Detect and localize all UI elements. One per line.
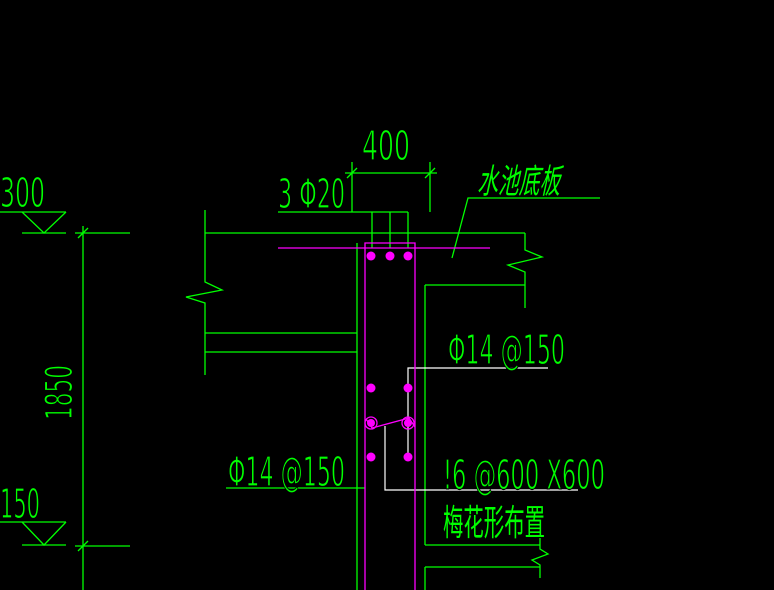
tie-ring-left [364, 416, 378, 430]
slab-name-label: 水池底板 [475, 162, 566, 202]
wall-rebar-cage [364, 242, 416, 590]
tie-bars-leader [384, 426, 578, 491]
dimension-wall-height [75, 226, 130, 590]
dim-1850-tick-bottom [77, 540, 89, 552]
wall-bars-right-label: Φ14 @150 [448, 326, 565, 374]
slab-bar-2 [385, 251, 395, 261]
wall-bar-left-1 [366, 383, 376, 393]
dim-1850-tick-top [77, 227, 89, 239]
level-top-label: 300 [0, 169, 45, 217]
wall-bar-right-3 [403, 452, 413, 462]
level-bottom-label: 150 [0, 480, 40, 528]
elevation-marker-top [0, 211, 67, 234]
wall-bar-right-1 [403, 383, 413, 393]
right-break-line [505, 233, 545, 308]
slab-top-bars-label: 3 Φ20 [278, 170, 345, 218]
wall-bar-right-2 [404, 419, 412, 427]
wall-bar-left-3 [366, 452, 376, 462]
elevation-marker-bottom [0, 521, 67, 546]
slab-name-leader [451, 197, 600, 259]
wall-bars-left-label: Φ14 @150 [228, 448, 345, 496]
slab-bar-3 [403, 251, 413, 261]
label-leaders [226, 197, 600, 489]
dimension-wall-thickness [345, 162, 437, 212]
left-break-line [185, 210, 225, 375]
tie-bars-label: !6 @600 X600 [443, 451, 605, 499]
slab-bar-1 [366, 251, 376, 261]
concrete-outline [185, 210, 550, 590]
tie-ring-right [401, 416, 415, 430]
tie-layout-label: 梅花形布置 [443, 503, 545, 544]
dim-400-tick-left [346, 167, 358, 179]
wall-bar-left-2 [367, 419, 375, 427]
wall-thickness-label: 400 [362, 122, 410, 170]
lower-break-line [530, 538, 550, 578]
dim-400-tick-right [424, 167, 436, 179]
wall-height-label: 1850 [38, 365, 81, 420]
rebar [278, 242, 490, 590]
